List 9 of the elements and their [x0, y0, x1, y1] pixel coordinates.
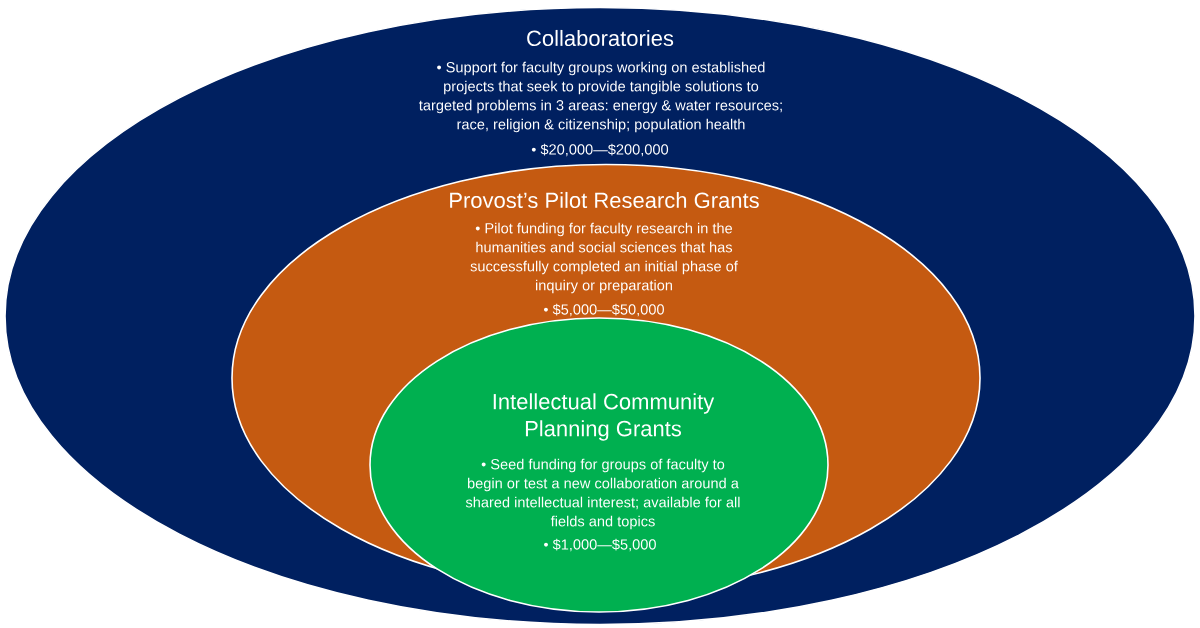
description-text: • Pilot funding for faculty research in the humanities and social sciences that has successfully completed an initial phase of inquiry or preparation: [470, 222, 738, 294]
amount-text: • $5,000—$50,000: [543, 303, 664, 317]
description-text: • Support for faculty groups working on established projects that seek to provide tangible solutions to targeted problems in 3 areas: energy & water resources; race, religion & citizenship; population health: [419, 61, 782, 133]
description-text: • Seed funding for groups of faculty to begin or test a new collaboration around a shared intellectual interest; available for all fields and topics: [465, 458, 740, 530]
amount-text: • $1,000—$5,000: [544, 538, 656, 552]
heading-text: Collaboratories: [527, 29, 674, 47]
heading-text: Intellectual Community Planning Grants: [493, 393, 715, 441]
amount-text: • $20,000—$200,000: [531, 143, 669, 157]
heading-text: Provost’s Pilot Research Grants: [450, 191, 759, 209]
